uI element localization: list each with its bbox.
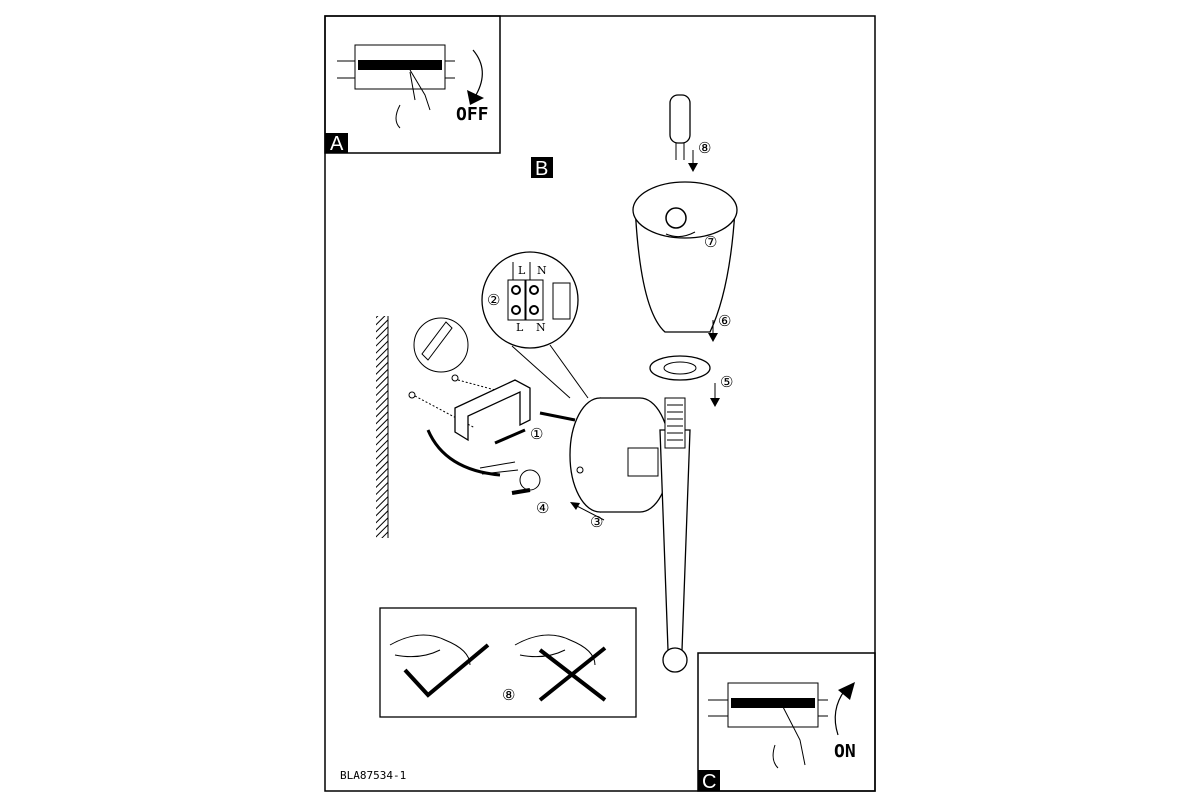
arrow-up-icon bbox=[834, 689, 846, 736]
step-3-label: ③ bbox=[590, 513, 603, 531]
step-5-label: ⑤ bbox=[720, 373, 733, 391]
step-6-label: ⑥ bbox=[718, 312, 731, 330]
screw-icon bbox=[539, 411, 576, 422]
check-icon bbox=[403, 643, 490, 698]
hand-icon bbox=[772, 704, 806, 769]
cross-icon bbox=[538, 646, 607, 702]
lamp-arm bbox=[659, 397, 691, 673]
step-8-label: ⑧ bbox=[698, 139, 711, 157]
screw-icon bbox=[511, 488, 531, 495]
sealing-ring bbox=[649, 355, 711, 381]
step-1-label: ① bbox=[530, 425, 543, 443]
bulb-handling-warning: ⑧ bbox=[379, 607, 637, 718]
panel-c-label: C bbox=[702, 771, 716, 793]
panel-c: ON C bbox=[697, 652, 876, 793]
live-label: L bbox=[516, 321, 524, 334]
lamp-base bbox=[569, 397, 671, 513]
live-label: L bbox=[518, 264, 526, 277]
document-code: BLA87534-1 bbox=[340, 769, 406, 782]
panel-b-label: B bbox=[535, 158, 548, 180]
panel-a: OFF A bbox=[324, 15, 501, 155]
step-7-label: ⑦ bbox=[704, 233, 717, 251]
breaker-panel-icon bbox=[708, 682, 828, 728]
step-2-label: ② bbox=[487, 291, 500, 309]
hand-icon bbox=[395, 69, 431, 129]
on-label: ON bbox=[834, 741, 856, 762]
wall-icon bbox=[376, 316, 389, 538]
neutral-label: N bbox=[536, 321, 546, 334]
off-label: OFF bbox=[456, 104, 489, 125]
panel-a-label: A bbox=[330, 133, 344, 155]
mounting-bracket bbox=[454, 379, 531, 442]
bulb-icon bbox=[669, 94, 691, 160]
arrow-icon bbox=[574, 504, 605, 521]
terminal-block-detail: L N L N bbox=[481, 251, 589, 399]
step-8-warning-label: ⑧ bbox=[502, 686, 515, 704]
arrow-down-icon bbox=[472, 49, 483, 96]
lamp-shade bbox=[632, 181, 738, 333]
screw-icon bbox=[494, 428, 526, 445]
breaker-panel-icon bbox=[337, 44, 455, 90]
wall-plug-detail bbox=[413, 317, 469, 373]
rotate-arrow-icon bbox=[665, 231, 696, 238]
neutral-label: N bbox=[537, 264, 547, 277]
page-frame bbox=[324, 15, 876, 792]
step-4-label: ④ bbox=[536, 499, 549, 517]
